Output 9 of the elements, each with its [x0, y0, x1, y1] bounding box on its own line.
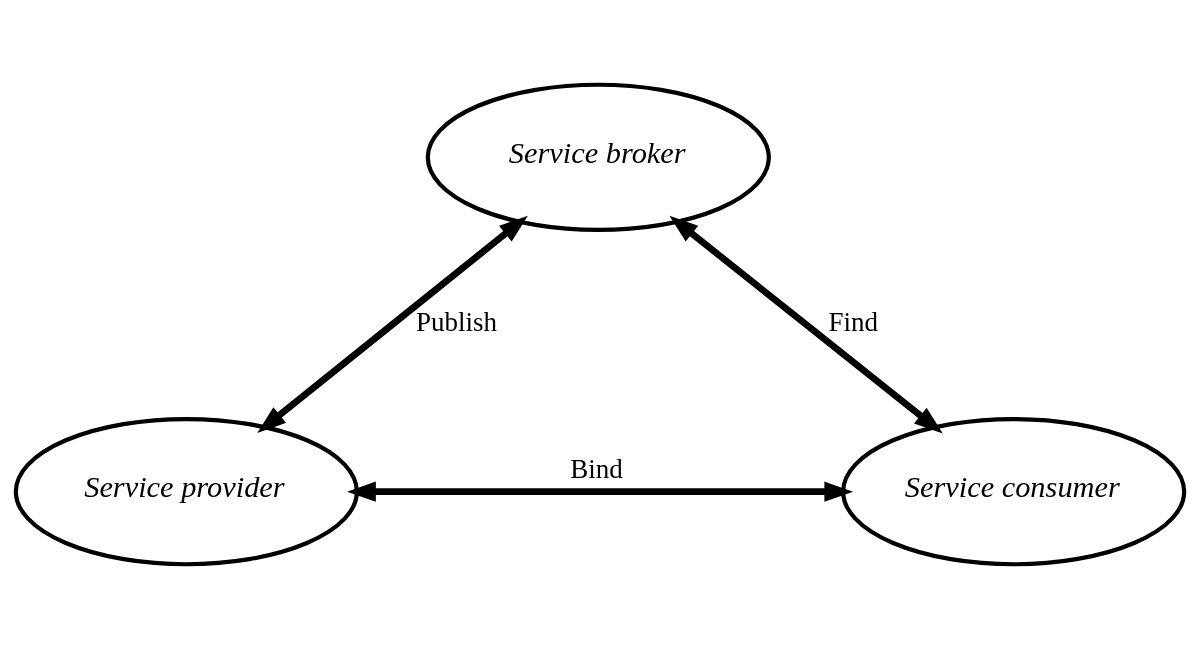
node-ellipse: Service provider [13, 416, 359, 566]
node-ellipse: Service broker [425, 82, 771, 232]
arrow [257, 215, 528, 433]
arrow [669, 215, 943, 434]
edge-label: Find [828, 306, 879, 337]
arrow [347, 481, 854, 502]
edge-label: Publish [415, 306, 498, 337]
edge-label: Bind [570, 453, 623, 484]
node-ellipse: Service consumer [841, 416, 1187, 566]
